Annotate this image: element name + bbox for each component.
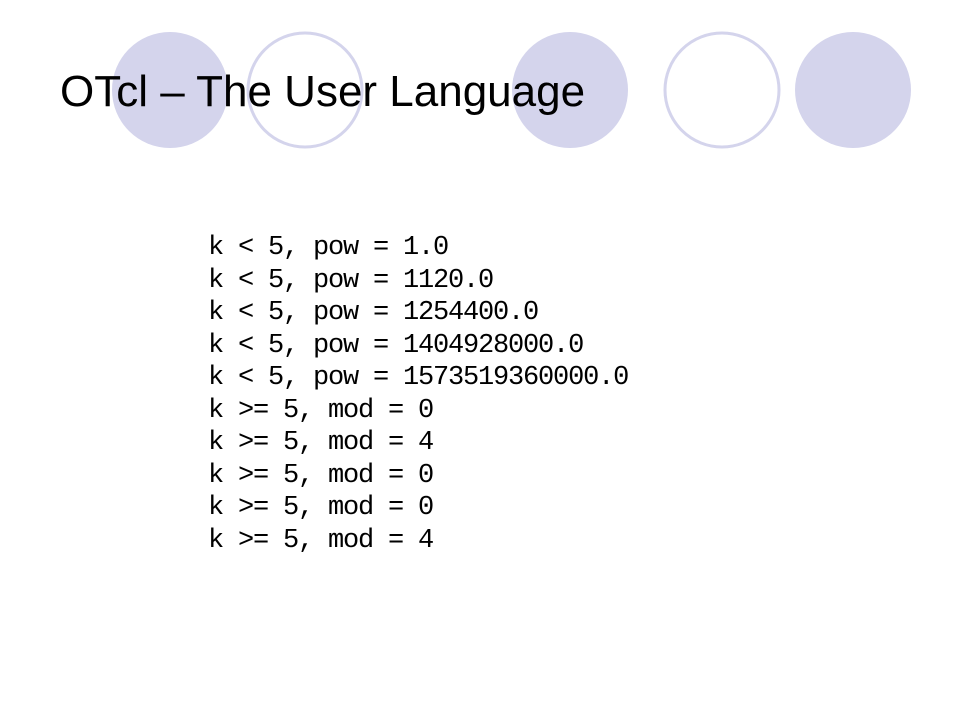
filled-circle-1 — [112, 32, 228, 148]
output-line: k >= 5, mod = 4 — [208, 525, 434, 556]
output-line: k < 5, pow = 1404928000.0 — [208, 330, 584, 361]
output-line: k < 5, pow = 1254400.0 — [208, 298, 539, 328]
output-line: k < 5, pow = 1120.0 — [208, 265, 494, 296]
filled-circle-2 — [512, 32, 628, 148]
output-line: k < 5, pow = 1.0 — [208, 233, 449, 263]
ring-circle-2 — [663, 31, 781, 149]
program-output-image: k < 5, pow = 1.0 k < 5, pow = 1120.0 k <… — [208, 232, 629, 557]
slide-title: OTcl – The User Language — [60, 67, 586, 116]
decorative-circles — [112, 31, 911, 149]
output-line: k >= 5, mod = 4 — [208, 428, 434, 458]
output-line: k < 5, pow = 1573519360000.0 — [208, 363, 629, 393]
filled-circle-3 — [795, 32, 911, 148]
output-line: k >= 5, mod = 0 — [208, 395, 434, 426]
output-line: k >= 5, mod = 0 — [208, 493, 434, 523]
output-line: k >= 5, mod = 0 — [208, 460, 434, 491]
ring-circle-1 — [246, 31, 364, 149]
